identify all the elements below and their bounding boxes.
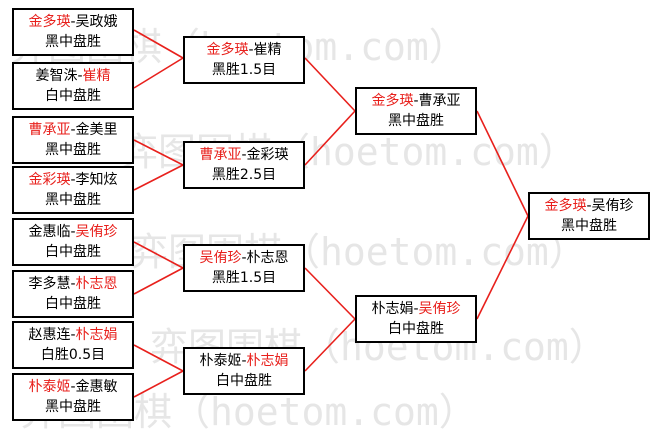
player-a: 姜智洙 xyxy=(35,68,78,84)
connector-line xyxy=(133,57,184,89)
connector-line xyxy=(133,370,184,398)
connector-line xyxy=(476,110,529,217)
match-result: 黑胜1.5目 xyxy=(211,62,277,78)
separator: - xyxy=(70,224,76,240)
match-r1-2: 姜智洙-崔精 白中盘胜 xyxy=(12,62,134,110)
player-b: 金彩瑛 xyxy=(246,147,289,163)
match-result: 白胜0.5目 xyxy=(40,347,106,363)
player-b: 吴侑珍 xyxy=(75,224,118,240)
match-result: 黑中盘胜 xyxy=(561,218,617,234)
connector-line xyxy=(304,267,356,320)
connector-line xyxy=(133,29,184,59)
player-a: 金多瑛 xyxy=(544,198,587,214)
separator: - xyxy=(70,379,76,395)
player-b: 李知炫 xyxy=(75,172,118,188)
match-result: 黑中盘胜 xyxy=(45,399,101,415)
player-b: 崔精 xyxy=(82,68,111,84)
match-r1-8: 朴泰姬-金惠敏 黑中盘胜 xyxy=(12,373,134,421)
player-a: 金彩瑛 xyxy=(28,172,71,188)
match-result: 白中盘胜 xyxy=(45,244,101,260)
player-a: 吴侑珍 xyxy=(199,250,242,266)
connector-line xyxy=(133,267,184,295)
connector-line xyxy=(476,215,529,320)
player-a: 朴泰姬 xyxy=(199,353,242,369)
match-r3-2: 朴志娟-吴侑珍 白中盘胜 xyxy=(355,295,477,343)
player-b: 曹承亚 xyxy=(418,93,461,109)
player-a: 金多瑛 xyxy=(206,42,249,58)
player-b: 崔精 xyxy=(253,42,282,58)
separator: - xyxy=(70,172,76,188)
player-a: 李多慧 xyxy=(28,276,71,292)
separator: - xyxy=(70,327,76,343)
separator: - xyxy=(241,147,247,163)
connector-line xyxy=(133,139,184,166)
connector-line xyxy=(133,241,184,269)
connector-line xyxy=(133,164,184,191)
player-b: 吴政娥 xyxy=(75,14,118,30)
match-r2-3: 吴侑珍-朴志恩 黑胜1.5目 xyxy=(183,244,305,292)
player-a: 金多瑛 xyxy=(28,14,71,30)
match-result: 黑中盘胜 xyxy=(45,34,101,50)
match-r1-1: 金多瑛-吴政娥 黑中盘胜 xyxy=(12,8,134,56)
match-r2-2: 曹承亚-金彩瑛 黑胜2.5目 xyxy=(183,141,305,189)
match-r3-1: 金多瑛-曹承亚 黑中盘胜 xyxy=(355,87,477,135)
match-r2-4: 朴泰姬-朴志娟 白中盘胜 xyxy=(183,347,305,395)
match-result: 黑中盘胜 xyxy=(45,192,101,208)
separator: - xyxy=(70,122,76,138)
connector-line xyxy=(304,57,356,112)
separator: - xyxy=(241,250,247,266)
match-r2-1: 金多瑛-崔精 黑胜1.5目 xyxy=(183,36,305,84)
player-a: 金惠临 xyxy=(28,224,71,240)
match-r1-6: 李多慧-朴志恩 白中盘胜 xyxy=(12,270,134,318)
match-r1-3: 曹承亚-金美里 黑中盘胜 xyxy=(12,116,134,164)
player-b: 朴志娟 xyxy=(75,327,118,343)
match-r1-7: 赵惠连-朴志娟 白胜0.5目 xyxy=(12,321,134,369)
match-final: 金多瑛-吴侑珍 黑中盘胜 xyxy=(528,192,650,240)
separator: - xyxy=(413,301,419,317)
player-a: 赵惠连 xyxy=(28,327,71,343)
player-b: 朴志恩 xyxy=(246,250,289,266)
match-result: 黑胜1.5目 xyxy=(211,270,277,286)
player-a: 金多瑛 xyxy=(371,93,414,109)
separator: - xyxy=(586,198,592,214)
player-b: 朴志娟 xyxy=(246,353,289,369)
separator: - xyxy=(241,353,247,369)
player-a: 曹承亚 xyxy=(199,147,242,163)
match-result: 白中盘胜 xyxy=(45,88,101,104)
connector-line xyxy=(304,318,356,372)
match-result: 白中盘胜 xyxy=(216,373,272,389)
player-a: 朴泰姬 xyxy=(28,379,71,395)
connector-line xyxy=(304,110,356,166)
player-b: 吴侑珍 xyxy=(418,301,461,317)
connector-line xyxy=(133,344,184,372)
player-b: 金惠敏 xyxy=(75,379,118,395)
match-result: 白中盘胜 xyxy=(45,296,101,312)
player-b: 金美里 xyxy=(75,122,118,138)
separator: - xyxy=(70,14,76,30)
match-result: 黑中盘胜 xyxy=(388,113,444,129)
match-result: 黑胜2.5目 xyxy=(211,167,277,183)
player-b: 朴志恩 xyxy=(75,276,118,292)
match-result: 黑中盘胜 xyxy=(45,142,101,158)
separator: - xyxy=(77,68,83,84)
match-r1-4: 金彩瑛-李知炫 黑中盘胜 xyxy=(12,166,134,214)
player-b: 吴侑珍 xyxy=(591,198,634,214)
separator: - xyxy=(413,93,419,109)
match-r1-5: 金惠临-吴侑珍 白中盘胜 xyxy=(12,218,134,266)
separator: - xyxy=(248,42,254,58)
player-a: 曹承亚 xyxy=(28,122,71,138)
player-a: 朴志娟 xyxy=(371,301,414,317)
separator: - xyxy=(70,276,76,292)
match-result: 白中盘胜 xyxy=(388,321,444,337)
